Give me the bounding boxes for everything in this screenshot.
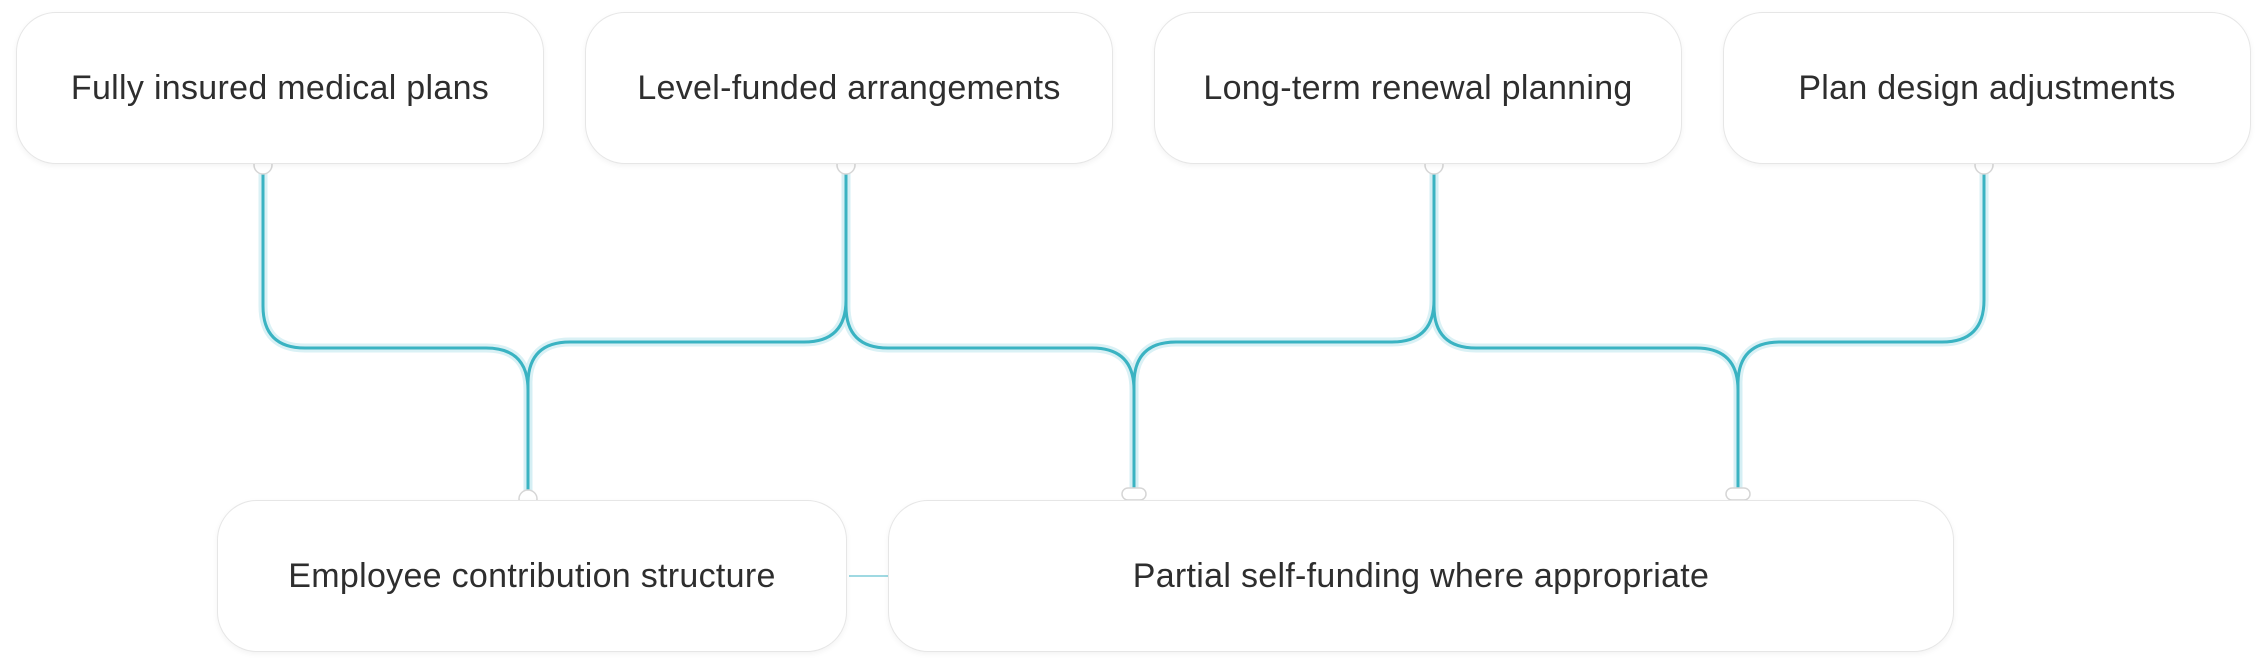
connector-3-to-2b [1432,164,1740,496]
connector-paths [261,164,1986,577]
connector-3-to-2 [1132,164,1436,496]
port-bottom-2a [1121,487,1147,501]
node-fully-insured-medical-plans: Fully insured medical plans [16,12,544,164]
connector-2-to-1 [526,164,848,500]
node-label: Partial self-funding where appropriate [1132,556,1710,595]
node-label: Level-funded arrangements [637,68,1061,107]
connector-2-to-2 [844,164,1136,496]
node-employee-contribution-structure: Employee contribution structure [217,500,847,652]
node-label: Plan design adjustments [1798,68,2176,107]
node-label: Employee contribution structure [288,556,776,595]
connector-glow [258,161,1989,503]
node-label: Long-term renewal planning [1203,68,1633,107]
node-plan-design-adjustments: Plan design adjustments [1723,12,2251,164]
connector-4-to-2 [1736,164,1986,496]
port-bottom-2b [1725,487,1751,501]
node-level-funded-arrangements: Level-funded arrangements [585,12,1113,164]
node-long-term-renewal-planning: Long-term renewal planning [1154,12,1682,164]
connector-1-to-1 [261,164,530,500]
connector-ports [253,155,1994,509]
node-partial-self-funding: Partial self-funding where appropriate [888,500,1954,652]
node-label: Fully insured medical plans [70,68,490,107]
